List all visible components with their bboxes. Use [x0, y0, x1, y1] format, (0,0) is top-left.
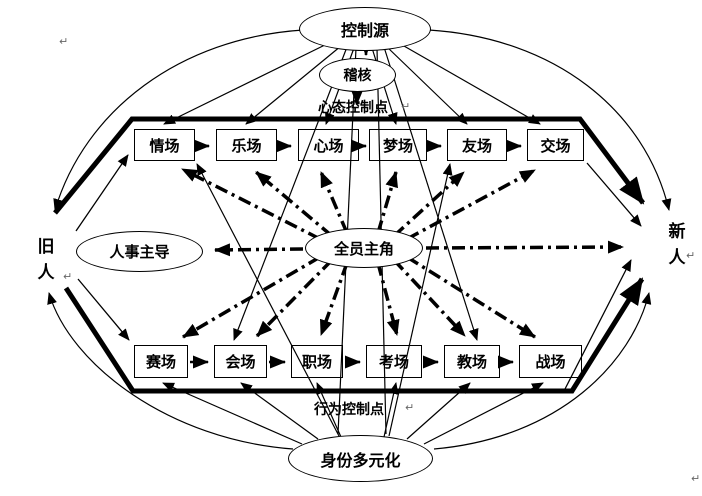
box-mengchang-label: 梦场	[382, 138, 413, 155]
arc-identity-old	[47, 292, 294, 450]
node-audit: 稽核	[319, 58, 396, 92]
paragraph-mark-icon: ↵	[691, 472, 701, 485]
paragraph-mark-icon: ↵	[686, 249, 696, 262]
box-lechang: 乐场	[216, 129, 277, 161]
edge-band-bottom	[63, 277, 645, 394]
node-identity-diversification: 身份多元化	[288, 435, 433, 482]
paragraph-mark-icon: ↵	[59, 35, 69, 48]
box-youchang: 友场	[447, 129, 507, 161]
box-huichang-label: 会场	[225, 355, 256, 371]
node-audit-label: 稽核	[343, 69, 372, 84]
node-all-protagonist: 全员主角	[305, 228, 423, 268]
box-jiaochang: 交场	[527, 129, 584, 161]
box-zhanchang: 战场	[519, 345, 582, 378]
box-zhichang-label: 职场	[301, 355, 332, 371]
node-control-source-label: 控制源	[340, 23, 389, 40]
label-mind-control-point: 心态控制点	[318, 101, 388, 116]
paragraph-mark-icon: ↵	[63, 270, 73, 283]
box-qingchang: 情场	[134, 129, 195, 161]
box-lechang-label: 乐场	[231, 138, 262, 155]
box-jiaochang-label: 交场	[540, 138, 571, 155]
box-mengchang: 梦场	[369, 129, 427, 161]
node-identity-diversification-label: 身份多元化	[320, 452, 401, 470]
edge-band-top	[53, 116, 645, 215]
box-saichang: 赛场	[134, 345, 188, 378]
box-kaochang: 考场	[366, 345, 422, 378]
box-qingchang-label: 情场	[149, 138, 180, 155]
paragraph-mark-icon: ↵	[405, 401, 415, 414]
node-control-source: 控制源	[299, 7, 431, 51]
box-huichang: 会场	[214, 345, 267, 378]
box-jiaochang2: 教场	[444, 345, 500, 378]
label-new-person: 新人	[668, 222, 686, 267]
arc-source-old	[53, 29, 304, 211]
paragraph-mark-icon: ↵	[401, 100, 411, 113]
node-hr-leading-label: 人事主导	[109, 245, 170, 261]
label-old-person: 旧人	[37, 237, 55, 282]
node-hr-leading: 人事主导	[76, 231, 203, 272]
label-behavior-control-point: 行为控制点	[314, 403, 384, 418]
box-zhanchang-label: 战场	[535, 355, 566, 371]
box-xinchang-label: 心场	[313, 138, 344, 155]
box-zhichang: 职场	[291, 345, 343, 378]
box-youchang-label: 友场	[461, 138, 492, 155]
arc-identity-new	[433, 292, 652, 450]
box-xinchang: 心场	[298, 129, 359, 161]
arc-source-new	[428, 29, 672, 211]
box-jiaochang2-label: 教场	[456, 355, 487, 371]
box-saichang-label: 赛场	[145, 355, 176, 371]
node-all-protagonist-label: 全员主角	[333, 241, 394, 258]
box-kaochang-label: 考场	[378, 355, 409, 371]
